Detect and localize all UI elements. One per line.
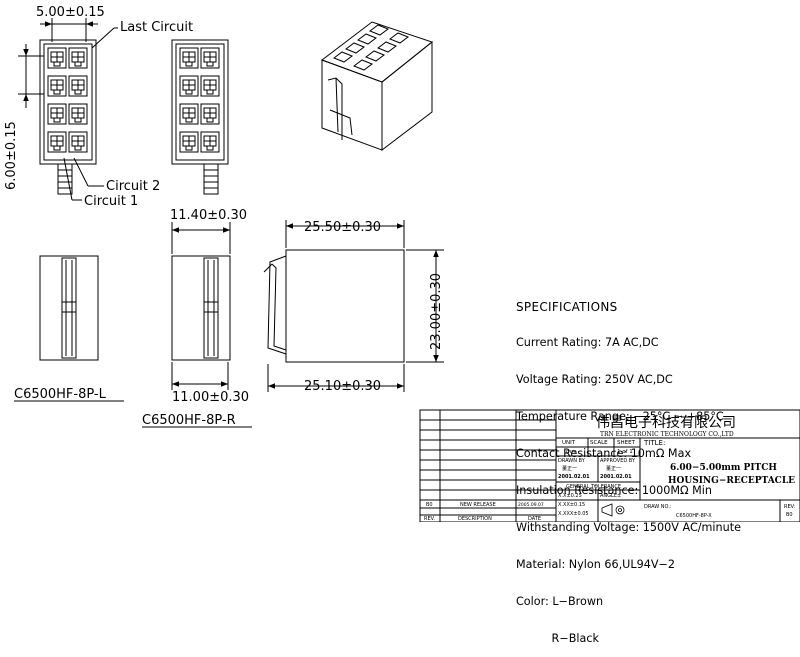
tol-xxx: X.XXX±0.05 (558, 511, 589, 517)
general-tolerance: GENERAL TOLERANCE (566, 484, 621, 490)
connector-drawing: 5.00±0.15 6.00±0.15 Last Circuit Circuit… (4, 5, 800, 522)
cavity-grid (47, 47, 88, 153)
iso-cavity (388, 32, 410, 44)
approved-by-name: 董正一 (606, 465, 621, 472)
sheet-value: 1 of 1 (617, 449, 633, 455)
tol-x: X.X±0.25 (558, 493, 582, 499)
length-bottom-dim: 25.10±0.30 (304, 379, 381, 394)
approved-by-label: APPROVED BY (600, 458, 636, 464)
iso-cavity (368, 24, 390, 36)
projection-symbol-icon (601, 503, 625, 517)
spec-line: Color: L−Brown (516, 594, 604, 608)
spec-line: Temperature Range: −25°C ~ +85°C (516, 410, 724, 424)
drawing-title-line2: HOUSING−RECEPTACLE (668, 476, 795, 486)
length-top-dim: 25.50±0.30 (304, 220, 381, 235)
scale-label: SCALE (590, 440, 608, 446)
angle-label: ANGLE± (600, 493, 621, 499)
rev-value: B0 (786, 512, 793, 518)
front-view-left (39, 255, 99, 361)
specifications-title: SPECIFICATIONS (516, 299, 618, 314)
circuit-2-label: Circuit 2 (106, 179, 160, 194)
tol-xx: X.XX±0.15 (558, 502, 585, 508)
part-label-left: C6500HF-8P-L (14, 387, 107, 402)
spec-line: Voltage Rating: 250V AC,DC (516, 373, 673, 387)
last-circuit-label: Last Circuit (120, 20, 193, 35)
circuit-1-label: Circuit 1 (84, 194, 138, 209)
company-name-en: TRN ELECTRONIC TECHNOLOGY CO.,LTD (600, 431, 734, 438)
rev-label: REV: (784, 504, 796, 510)
spec-line: Contact Resistance: 10mΩ Max (516, 447, 692, 461)
col-description: DESCRIPTION (458, 516, 492, 522)
title-label: TITLE: (643, 439, 665, 447)
spec-line: Material: Nylon 66,UL94V−2 (516, 557, 675, 571)
iso-cavity (376, 41, 398, 53)
iso-cavity (364, 50, 386, 62)
col-date: DATE (528, 516, 541, 522)
top-pitch-dim: 5.00±0.15 (36, 5, 105, 20)
iso-cavity (332, 51, 354, 63)
drawn-by-name: 董正一 (562, 465, 577, 472)
top-view-right (171, 39, 229, 195)
unit-label: UNIT (562, 440, 576, 446)
front-view-right (171, 222, 231, 390)
title-block (419, 409, 800, 522)
left-pitch-dim: 6.00±0.15 (4, 121, 19, 190)
rev-row-desc: NEW RELEASE (460, 502, 496, 508)
iso-cavity-grid (332, 24, 410, 71)
drawing-no: C6500HF-8P-X (676, 513, 712, 519)
width-bottom-dim: 11.00±0.30 (172, 390, 249, 405)
top-view-left (18, 18, 118, 201)
iso-cavity (356, 33, 378, 45)
height-dim: 23.00±0.30 (429, 273, 444, 350)
col-rev: REV. (424, 516, 435, 522)
unit-value: mm (566, 449, 577, 455)
cavity-grid (179, 47, 220, 153)
isometric-view (320, 21, 434, 152)
drawing-no-label: DRAW NO.: (644, 504, 672, 510)
drawn-by-label: DRAWN BY (558, 458, 586, 464)
spec-line: Current Rating: 7A AC,DC (516, 336, 659, 350)
part-label-right: C6500HF-8P-R (142, 413, 236, 428)
spec-line: Withstanding Voltage: 1500V AC/minute (516, 520, 741, 534)
side-view (263, 220, 444, 392)
iso-cavity (352, 59, 374, 71)
spec-line: R−Black (516, 631, 599, 645)
company-name-cn: 伟昌电子科技有限公司 (596, 415, 736, 431)
specifications-panel: SPECIFICATIONS Current Rating: 7A AC,DC … (516, 276, 741, 657)
approved-date: 2001.02.01 (600, 474, 632, 480)
rev-row-rev: B0 (426, 502, 433, 508)
drawing-title-line1: 6.00−5.00mm PITCH (670, 463, 777, 473)
spec-line: Insulation Resistance: 1000MΩ Min (516, 484, 712, 498)
drawn-date: 2001.02.01 (558, 474, 590, 480)
width-top-dim: 11.40±0.30 (170, 208, 247, 223)
iso-cavity (344, 42, 366, 54)
rev-row-date: 2005.09.07 (518, 502, 544, 508)
sheet-label: SHEET (617, 440, 636, 446)
